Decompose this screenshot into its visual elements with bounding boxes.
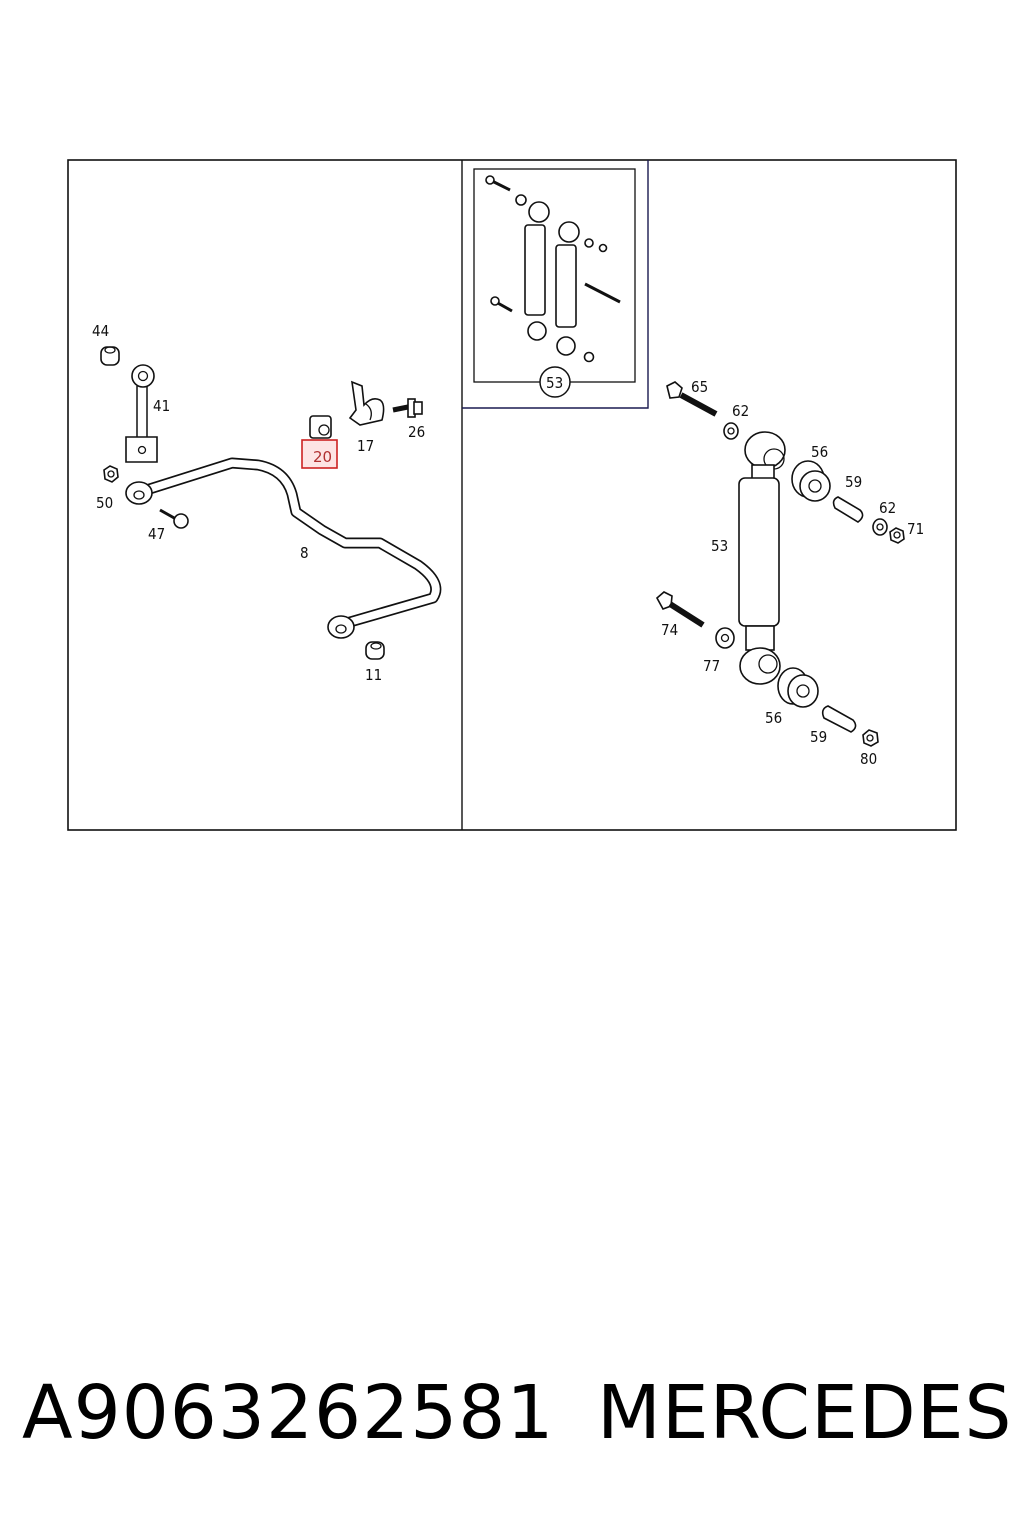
part-62-washer-upper [723,422,739,440]
part-53-shock-absorber [738,431,786,685]
label-80: 80 [860,750,877,768]
part-17-clamp [348,380,385,426]
part-62-washer-right [872,518,888,536]
label-47: 47 [148,525,165,543]
part-71-nut [889,527,905,544]
part-47-bolt [159,508,189,529]
label-26: 26 [408,423,425,441]
label-59-lower: 59 [810,728,827,746]
label-20: 20 [313,448,332,466]
label-50: 50 [96,494,113,512]
label-62-upper: 62 [732,402,749,420]
part-11-bushing [365,641,385,660]
part-20-rubber-mount [309,415,332,439]
part-number: A9063262581 [22,1370,555,1456]
parts-diagram: 44 41 50 47 8 17 26 11 20 53 [67,159,957,831]
part-80-nut [862,729,879,747]
label-17: 17 [357,437,374,455]
label-41: 41 [153,397,170,415]
highlight-box-20: 20 [301,439,338,469]
part-50-nut [103,465,119,483]
part-56-bushing-upper [791,460,831,502]
inset-shock-absorbers [485,175,621,398]
part-56-bushing-lower [777,667,819,708]
label-56-lower: 56 [765,709,782,727]
label-65: 65 [691,378,708,396]
label-77: 77 [703,657,720,675]
part-65-bolt [666,381,718,417]
part-26-screw [392,398,423,418]
label-71: 71 [907,520,924,538]
part-59-sleeve-lower [821,705,857,733]
part-8-stabilizer-bar [125,457,442,639]
label-59-upper: 59 [845,473,862,491]
label-62-right: 62 [879,499,896,517]
part-74-bolt [655,591,705,628]
label-53: 53 [711,537,728,555]
label-56-upper: 56 [811,443,828,461]
part-59-sleeve-upper [832,496,864,523]
label-53-inset: 53 [546,374,563,392]
label-11: 11 [365,666,382,684]
label-8: 8 [300,544,309,562]
caption: A9063262581 MERCEDES [22,1370,1012,1480]
brand-name: MERCEDES [597,1370,1013,1456]
part-44-bushing [100,346,120,366]
label-44: 44 [92,322,109,340]
label-74: 74 [661,621,678,639]
part-77-washer [715,627,735,649]
part-41-link [125,364,158,463]
